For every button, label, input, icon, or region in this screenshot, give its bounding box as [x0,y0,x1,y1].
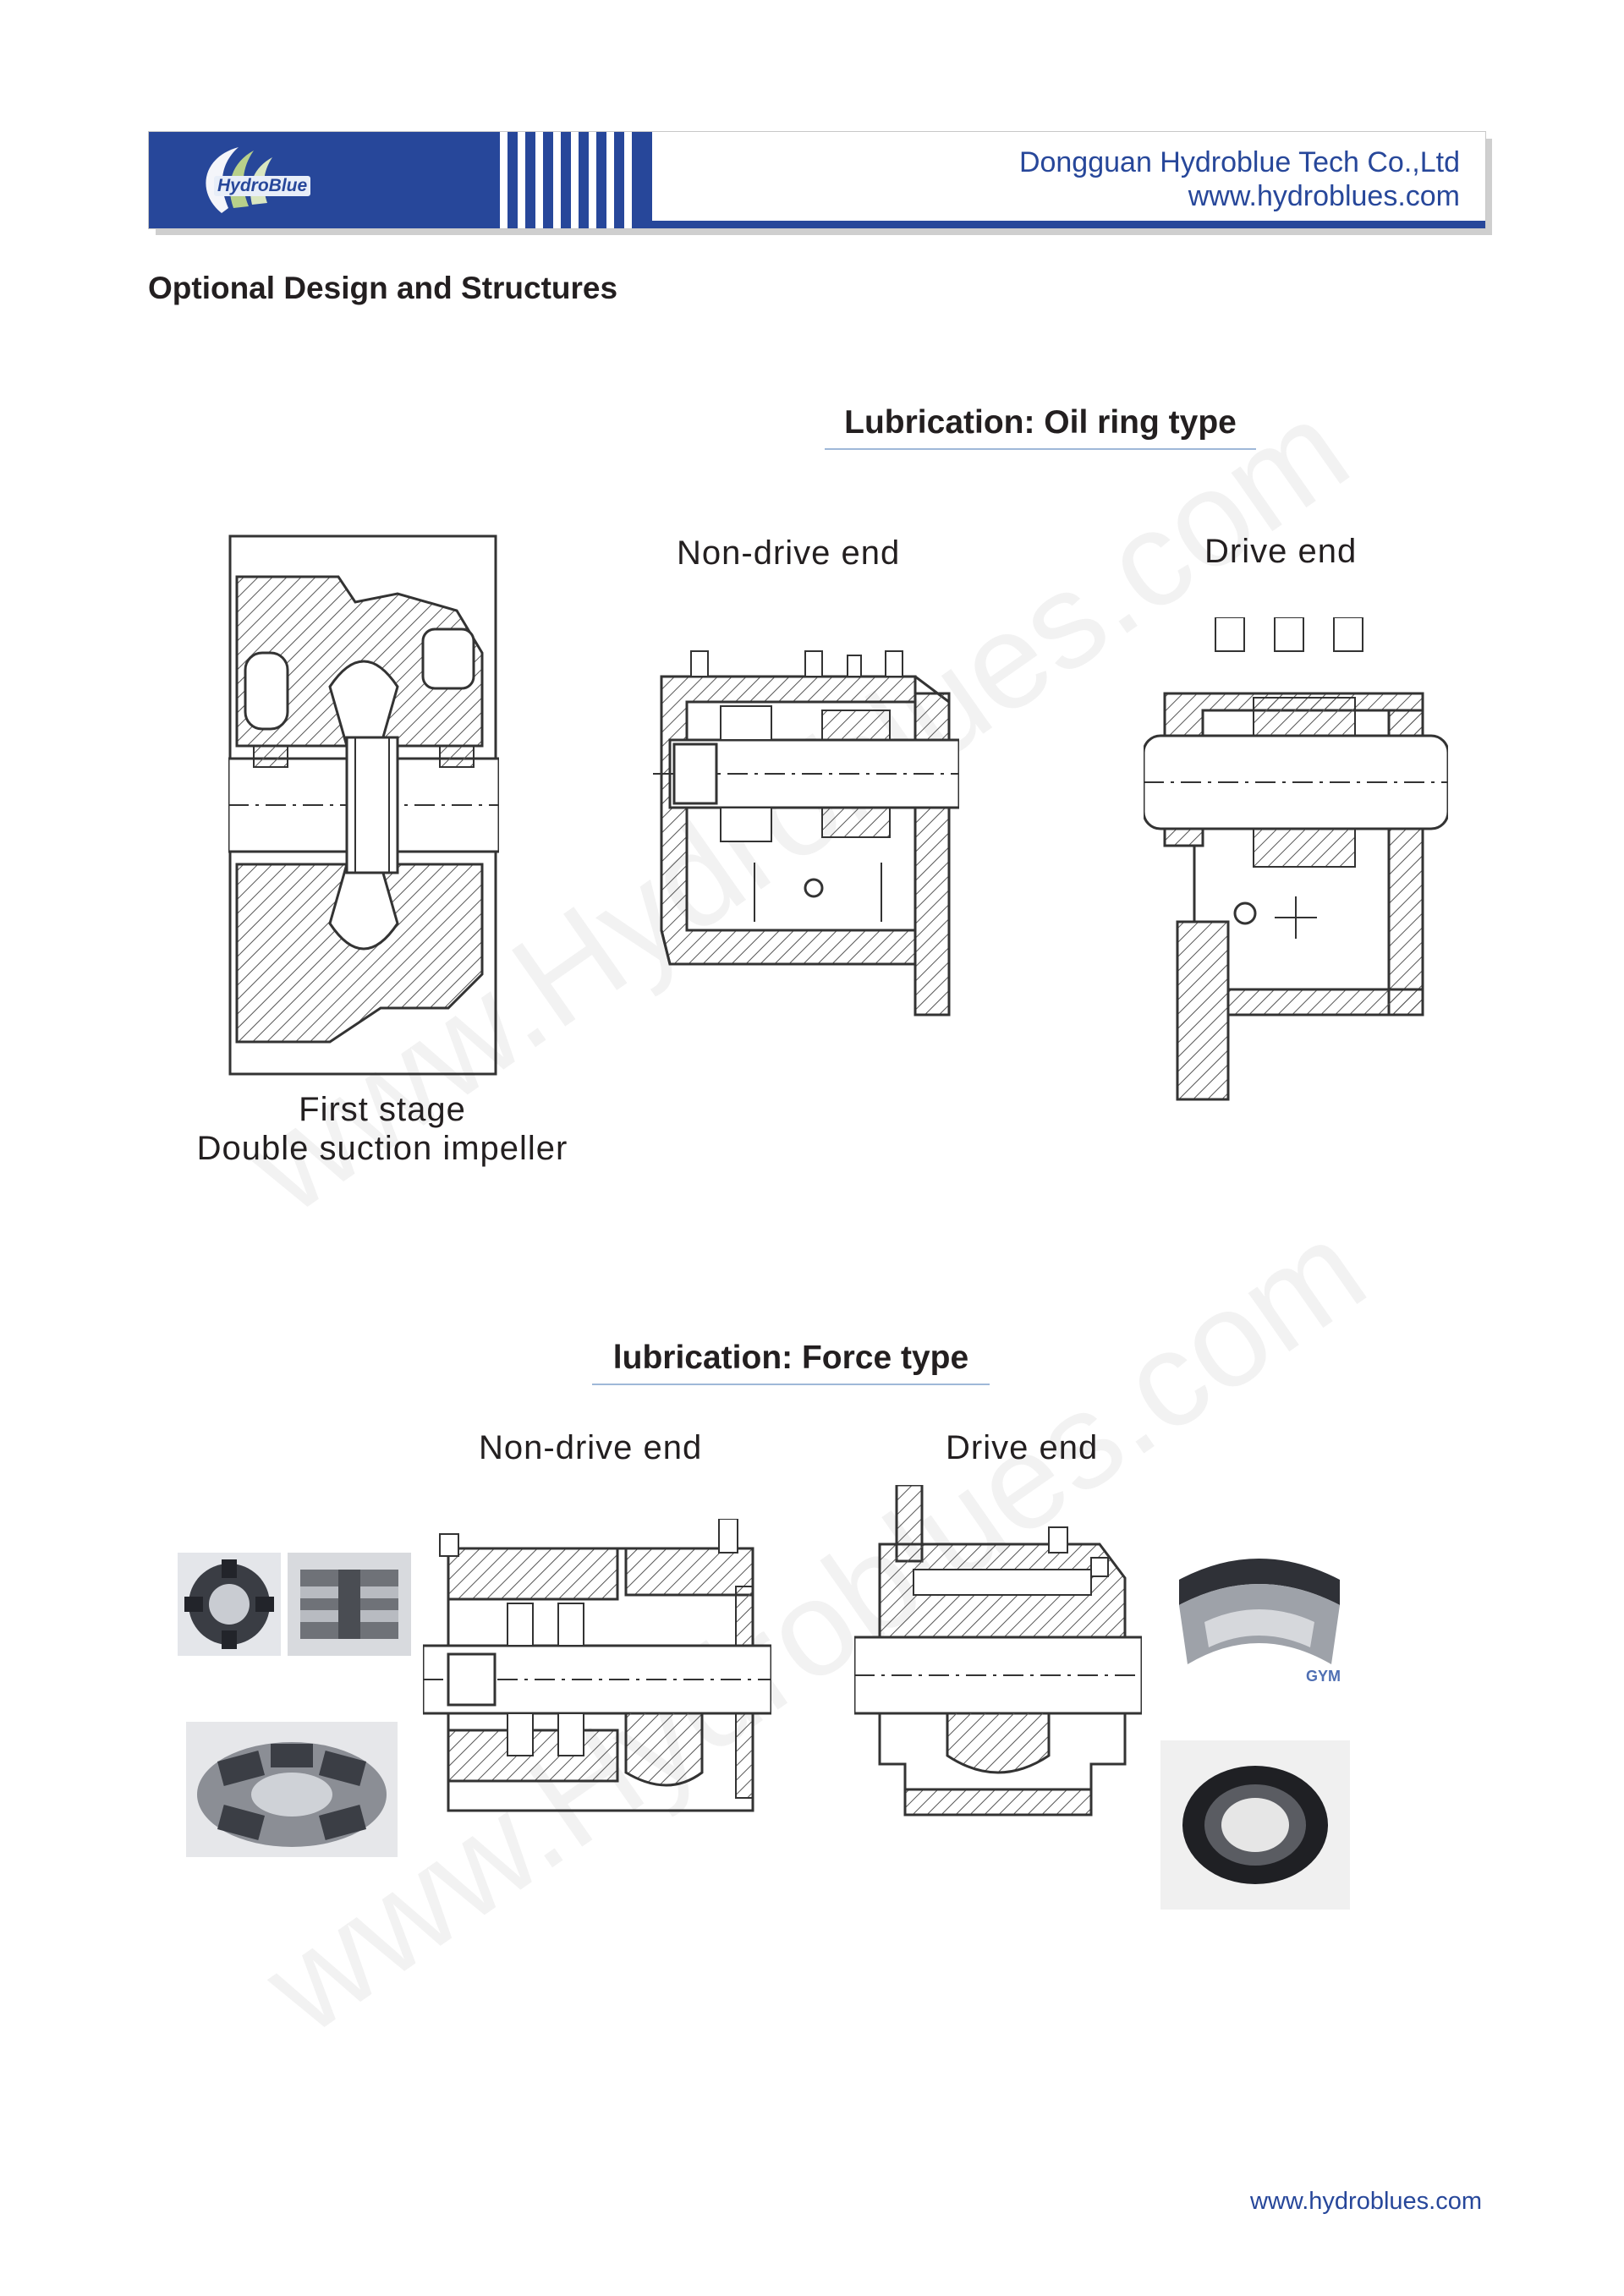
oil-ring-non-drive-end-drawing [653,650,959,1016]
oil-ring-drive-end-drawing [1144,617,1448,1101]
tilting-pad-bearing-photo [178,1553,281,1656]
oil-ring-non-drive-end-label: Non-drive end [677,534,901,572]
oil-ring-heading: Lubrication: Oil ring type [825,404,1256,450]
force-non-drive-end-label: Non-drive end [479,1429,703,1466]
force-drive-end-label: Drive end [946,1429,1099,1466]
header-stripes [500,132,632,228]
header-underline [652,221,1485,228]
company-website-link[interactable]: www.hydroblues.com [1188,180,1460,212]
bearing-assembly-photo [288,1553,411,1656]
section-heading: Optional Design and Structures [148,271,618,305]
force-non-drive-end-drawing [423,1519,771,1812]
double-suction-impeller-label: Double suction impeller [196,1130,568,1167]
gym-brand-text: GYM [1306,1668,1341,1685]
oil-ring-drive-end-label: Drive end [1204,533,1358,570]
company-name: Dongguan Hydroblue Tech Co.,Ltd [1018,146,1460,178]
spherical-bearing-photo [1160,1740,1350,1910]
force-heading: lubrication: Force type [592,1340,990,1385]
first-stage-label: First stage [299,1091,466,1128]
thrust-bearing-photo [186,1722,398,1857]
logo-text: HydroBlue [214,176,311,196]
force-drive-end-drawing [854,1485,1142,1817]
sleeve-bearing-half-photo: GYM [1171,1546,1347,1690]
footer-website-link[interactable]: www.hydroblues.com [1250,2188,1482,2215]
page-header: HydroBlue Dongguan Hydroblue Tech Co.,Lt… [148,131,1486,229]
first-stage-impeller-drawing [228,534,499,1076]
